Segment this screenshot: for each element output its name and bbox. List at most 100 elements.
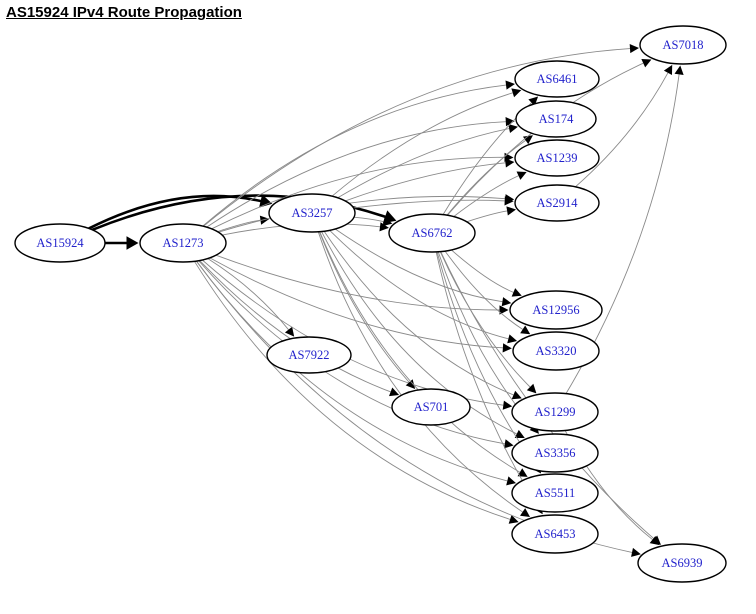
arrowhead-AS6762-to-AS12956 xyxy=(511,288,522,297)
edge-AS15924-to-AS3257 xyxy=(88,194,264,230)
node-AS7922[interactable]: AS7922 xyxy=(266,336,352,374)
edge-AS6762-to-AS1299 xyxy=(439,251,531,388)
node-shape-AS1299[interactable] xyxy=(511,392,599,432)
node-AS15924[interactable]: AS15924 xyxy=(14,223,106,263)
edge-AS3257-to-AS1239 xyxy=(345,162,506,202)
edge-AS1273-to-AS174 xyxy=(206,121,506,228)
node-AS701[interactable]: AS701 xyxy=(391,388,471,426)
node-shape-AS3356[interactable] xyxy=(511,433,599,473)
node-AS3356[interactable]: AS3356 xyxy=(511,433,599,473)
arrowhead-AS3257-to-AS2914 xyxy=(504,196,514,206)
node-AS1299[interactable]: AS1299 xyxy=(511,392,599,432)
edge-AS6762-to-AS1239 xyxy=(453,175,519,217)
node-shape-AS12956[interactable] xyxy=(509,290,603,330)
arrowhead-AS1299-to-AS7018 xyxy=(674,65,684,75)
edge-AS3257-to-AS1299 xyxy=(323,230,514,396)
edge-AS3257-to-AS3356 xyxy=(321,231,517,435)
arrowhead-AS15924-to-AS1273 xyxy=(126,236,139,250)
arrowhead-AS15924-to-AS3257 xyxy=(259,194,273,208)
edge-AS1273-to-AS3320 xyxy=(209,257,503,349)
node-AS174[interactable]: AS174 xyxy=(515,100,597,138)
arrowhead-AS6762-to-AS7018 xyxy=(641,59,652,68)
node-shape-AS15924[interactable] xyxy=(14,223,106,263)
arrowhead-AS3257-to-AS3320 xyxy=(507,334,518,344)
node-shape-AS6762[interactable] xyxy=(388,213,476,253)
node-AS12956[interactable]: AS12956 xyxy=(509,290,603,330)
arrowhead-AS3257-to-AS12956 xyxy=(501,297,512,307)
arrowhead-AS3257-to-AS1239 xyxy=(505,158,515,168)
arrowhead-AS1273-to-AS12956 xyxy=(499,305,509,315)
arrowhead-AS3257-to-AS5511 xyxy=(517,468,528,477)
node-AS2914[interactable]: AS2914 xyxy=(514,184,600,222)
node-AS6762[interactable]: AS6762 xyxy=(388,213,476,253)
node-AS3257[interactable]: AS3257 xyxy=(268,193,356,233)
arrowhead-AS1273-to-AS174 xyxy=(505,117,515,127)
arrowhead-AS1273-to-AS3320 xyxy=(502,343,512,353)
node-AS1239[interactable]: AS1239 xyxy=(514,139,600,177)
node-shape-AS6461[interactable] xyxy=(514,60,600,98)
node-shape-AS701[interactable] xyxy=(391,388,471,426)
edge-AS3257-to-AS174 xyxy=(337,128,510,199)
node-AS7018[interactable]: AS7018 xyxy=(639,25,727,65)
arrowhead-AS6762-to-AS3320 xyxy=(520,325,531,335)
arrowhead-AS3257-to-AS6762 xyxy=(382,217,393,227)
arrowhead-AS1273-to-AS7922 xyxy=(284,326,295,337)
edge-AS1273-to-AS3356 xyxy=(198,260,505,445)
arrowhead-AS1273-to-AS7018 xyxy=(629,43,639,54)
arrowhead-AS6762-to-AS1239 xyxy=(516,171,527,180)
arrowhead-AS6762-to-AS6461 xyxy=(528,96,539,107)
node-shape-AS174[interactable] xyxy=(515,100,597,138)
edge-AS3257-to-AS2914 xyxy=(353,199,505,209)
arrowhead-AS1273-to-AS3356 xyxy=(503,439,514,449)
edge-AS3257-to-AS12956 xyxy=(334,228,503,303)
arrowhead-AS3257-to-AS3356 xyxy=(514,429,525,439)
edge-AS2914-to-AS7018 xyxy=(575,72,669,188)
node-shape-AS6939[interactable] xyxy=(637,543,727,583)
node-shape-AS2914[interactable] xyxy=(514,184,600,222)
edge-AS3257-to-AS701 xyxy=(318,231,410,383)
node-AS6461[interactable]: AS6461 xyxy=(514,60,600,98)
node-shape-AS7018[interactable] xyxy=(639,25,727,65)
node-shape-AS1273[interactable] xyxy=(139,223,227,263)
arrowhead-AS1273-to-AS6762 xyxy=(379,222,389,232)
arrowhead-AS1273-to-AS5511 xyxy=(506,476,517,486)
page-title: AS15924 IPv4 Route Propagation xyxy=(6,4,242,21)
node-AS1273[interactable]: AS1273 xyxy=(139,223,227,263)
edge-AS6762-to-AS2914 xyxy=(466,210,508,223)
arrowhead-AS1273-to-AS6453 xyxy=(508,515,519,524)
edge-AS1273-to-AS6453 xyxy=(194,261,511,520)
edge-layer xyxy=(88,43,684,557)
node-shape-AS3257[interactable] xyxy=(268,193,356,233)
edge-AS1273-to-AS2914 xyxy=(218,195,506,233)
edge-AS3257-to-AS6453 xyxy=(317,231,523,513)
edge-AS1273-to-AS7922 xyxy=(207,258,289,330)
arrowhead-AS1299-to-AS6939 xyxy=(649,535,660,546)
node-shape-AS5511[interactable] xyxy=(511,473,599,513)
edge-AS3257-to-AS3320 xyxy=(329,230,509,340)
arrowhead-AS1273-to-AS1299 xyxy=(502,400,513,410)
edge-AS1273-to-AS3257 xyxy=(217,219,261,233)
node-shape-AS7922[interactable] xyxy=(266,336,352,374)
node-AS5511[interactable]: AS5511 xyxy=(511,473,599,513)
node-shape-AS3320[interactable] xyxy=(512,331,600,371)
node-AS6453[interactable]: AS6453 xyxy=(511,514,599,554)
arrowhead-AS6762-to-AS1299 xyxy=(526,383,537,394)
node-shape-AS6453[interactable] xyxy=(511,514,599,554)
edge-AS1273-to-AS5511 xyxy=(195,260,508,482)
arrowhead-AS3257-to-AS1299 xyxy=(511,390,522,400)
edge-AS6762-to-AS12956 xyxy=(451,249,514,293)
arrowhead-AS2914-to-AS7018 xyxy=(663,64,673,75)
arrowhead-AS3257-to-AS174 xyxy=(508,124,518,134)
arrowhead-AS1273-to-AS3257 xyxy=(259,215,270,225)
edge-AS3257-to-AS6762 xyxy=(353,216,384,223)
edge-AS6762-to-AS3320 xyxy=(444,250,523,330)
arrowhead-AS1273-to-AS6939 xyxy=(631,547,641,557)
node-AS3320[interactable]: AS3320 xyxy=(512,331,600,371)
node-shape-AS1239[interactable] xyxy=(514,139,600,177)
node-AS6939[interactable]: AS6939 xyxy=(637,543,727,583)
edge-AS1273-to-AS6461 xyxy=(202,84,507,227)
arrowhead-AS1273-to-AS6461 xyxy=(505,80,515,90)
edge-AS6762-to-AS6453 xyxy=(435,251,539,507)
arrowhead-AS3257-to-AS6461 xyxy=(511,88,522,98)
